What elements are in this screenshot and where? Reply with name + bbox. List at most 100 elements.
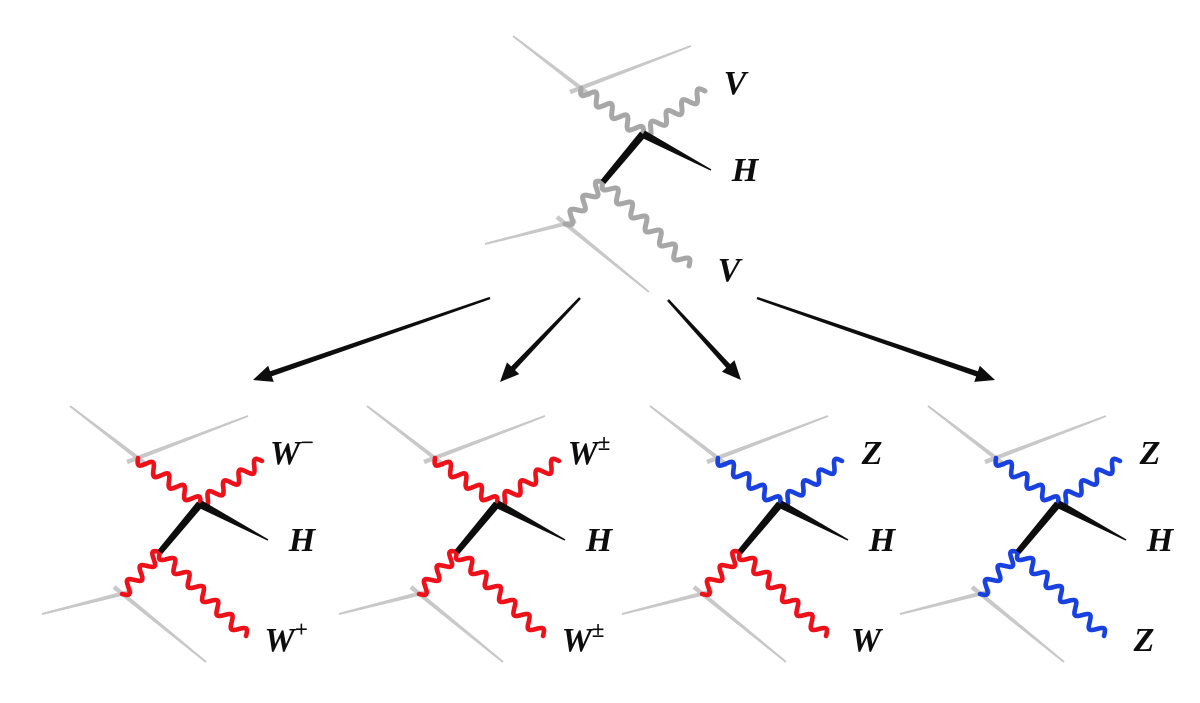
higgs-propagator-line (157, 501, 203, 554)
particle-label-bottom-base: W (851, 622, 884, 659)
vboson-wave-lower-propagator (562, 178, 606, 228)
vboson-wave-upper-outgoing (777, 456, 845, 509)
particle-label-bottom-superscript: + (295, 617, 308, 642)
incoming-quark-line-upper (927, 405, 1007, 468)
vboson-wave-upper-propagator (432, 455, 500, 507)
incoming-quark-line-upper (69, 405, 149, 468)
particle-label-bottom-base: Z (1133, 622, 1155, 659)
arrow-shaft (756, 296, 985, 379)
particle-label-mid: H (288, 522, 317, 559)
outgoing-quark-line-lower (409, 585, 504, 663)
arrow-to-diagram-3 (667, 299, 741, 380)
vboson-wave-lower-propagator (119, 548, 163, 598)
particle-label-mid: H (1146, 522, 1175, 559)
particle-label-mid-base: H (868, 522, 897, 559)
vboson-wave-upper-outgoing (1055, 456, 1123, 509)
particle-label-bottom: W+ (264, 617, 307, 659)
arrow-head (500, 362, 520, 382)
outgoing-quark-line-upper (126, 415, 249, 465)
vboson-wave-lower-propagator (977, 548, 1021, 598)
vboson-wave-upper-outgoing (197, 456, 265, 509)
higgs-propagator-line (454, 501, 500, 554)
outgoing-quark-line-upper (984, 415, 1107, 465)
incoming-quark-line-lower (484, 218, 577, 245)
incoming-quark-line-lower (41, 588, 134, 615)
outgoing-quark-line-lower (555, 215, 650, 293)
higgs-outgoing-line (198, 500, 269, 541)
vboson-wave-upper-propagator (993, 455, 1061, 507)
incoming-quark-line-upper (512, 35, 592, 98)
particle-label-top-base: Z (861, 435, 883, 472)
particle-label-top: Z (1139, 435, 1161, 472)
particle-label-bottom-base: W (264, 622, 297, 659)
feynman-diagram-z-w: Z H W (621, 405, 897, 663)
vboson-wave-upper-propagator (135, 455, 203, 507)
branching-arrows (253, 296, 995, 382)
arrow-head (253, 365, 274, 382)
particle-label-mid-base: H (288, 522, 317, 559)
outgoing-quark-line-lower (970, 585, 1065, 663)
vboson-wave-lower-outgoing (736, 549, 830, 639)
higgs-outgoing-line (1056, 500, 1127, 541)
particle-label-bottom-base: V (718, 252, 743, 289)
higgs-outgoing-line (641, 130, 712, 171)
vboson-wave-upper-propagator (715, 455, 783, 507)
arrow-to-diagram-1 (253, 296, 491, 382)
particle-label-mid: H (868, 522, 897, 559)
arrow-shaft (667, 299, 735, 373)
higgs-propagator-line (1015, 501, 1061, 554)
particle-label-top: Z (861, 435, 883, 472)
arrow-shaft (506, 297, 581, 376)
particle-label-top: W− (270, 430, 314, 472)
arrow-head (974, 365, 995, 382)
vboson-wave-lower-propagator (699, 548, 743, 598)
particle-label-bottom: W (851, 622, 884, 659)
feynman-diagram-parent-vv: V H V (484, 35, 760, 293)
particle-label-bottom-superscript: ± (592, 617, 605, 642)
particle-label-top-base: Z (1139, 435, 1161, 472)
arrow-head (721, 360, 741, 380)
higgs-outgoing-line (778, 500, 849, 541)
particle-label-top: V (724, 65, 749, 102)
higgs-propagator-line (737, 501, 783, 554)
vboson-wave-upper-outgoing (494, 456, 562, 509)
particle-label-bottom: V (718, 252, 743, 289)
outgoing-quark-line-upper (569, 45, 692, 95)
particle-label-top: W± (568, 430, 611, 472)
particle-label-mid-base: H (585, 522, 614, 559)
particle-label-top-superscript: ± (598, 430, 611, 455)
particle-label-bottom-base: W (562, 622, 595, 659)
incoming-quark-line-upper (649, 405, 729, 468)
particle-label-mid: H (585, 522, 614, 559)
vboson-wave-lower-outgoing (156, 549, 250, 639)
incoming-quark-line-lower (338, 588, 431, 615)
incoming-quark-line-lower (621, 588, 714, 615)
outgoing-quark-line-upper (423, 415, 546, 465)
particle-label-bottom: Z (1133, 622, 1155, 659)
incoming-quark-line-upper (366, 405, 446, 468)
particle-label-mid-base: H (1146, 522, 1175, 559)
arrow-shaft (263, 296, 491, 379)
vboson-wave-lower-outgoing (453, 549, 547, 639)
vboson-wave-lower-outgoing (1014, 549, 1108, 639)
higgs-outgoing-line (495, 500, 566, 541)
outgoing-quark-line-lower (112, 585, 207, 663)
vboson-wave-upper-propagator (578, 85, 646, 137)
arrow-to-diagram-4 (756, 296, 995, 382)
outgoing-quark-line-lower (692, 585, 787, 663)
incoming-quark-line-lower (899, 588, 992, 615)
higgs-propagator-line (600, 131, 646, 184)
vboson-wave-lower-outgoing (599, 179, 693, 269)
outgoing-quark-line-upper (706, 415, 829, 465)
particle-label-top-superscript: − (300, 430, 314, 455)
vboson-wave-lower-propagator (416, 548, 460, 598)
arrow-to-diagram-2 (500, 297, 581, 382)
particle-label-mid-base: H (731, 152, 760, 189)
vboson-wave-upper-outgoing (640, 86, 708, 139)
particle-label-top-base: V (724, 65, 749, 102)
feynman-diagram-z-z: Z H Z (899, 405, 1175, 663)
particle-label-bottom: W± (562, 617, 605, 659)
particle-label-top-base: W (270, 435, 303, 472)
